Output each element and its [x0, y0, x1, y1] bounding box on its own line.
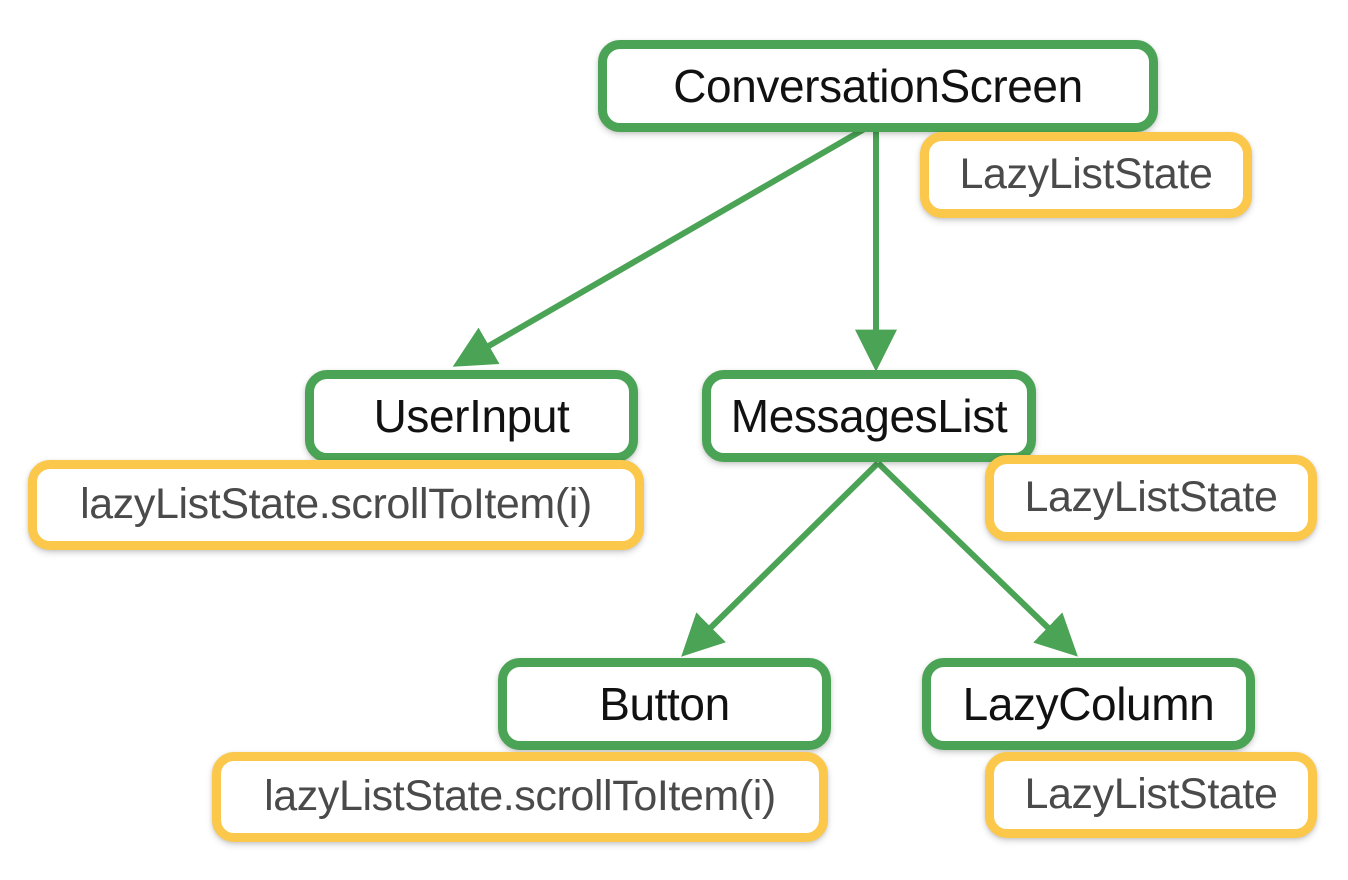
edge-messageslist-button [681, 460, 881, 657]
node-label: LazyListState [1024, 473, 1278, 522]
node-messages-list[interactable]: MessagesList [702, 370, 1036, 462]
node-label: LazyColumn [962, 677, 1215, 730]
node-lazyliststate-root[interactable]: LazyListState [920, 132, 1252, 218]
node-label: LazyListState [959, 150, 1213, 199]
node-lazyliststate-lazycolumn[interactable]: LazyListState [985, 752, 1317, 838]
node-scrolltoitem-button[interactable]: lazyListState.scrollToItem(i) [212, 752, 828, 842]
node-conversation-screen[interactable]: ConversationScreen [598, 40, 1158, 132]
node-label: LazyListState [1024, 770, 1278, 819]
node-label: UserInput [373, 389, 570, 442]
node-lazy-column[interactable]: LazyColumn [922, 658, 1255, 750]
node-lazyliststate-messageslist[interactable]: LazyListState [985, 455, 1317, 541]
node-user-input[interactable]: UserInput [305, 370, 638, 462]
node-label: ConversationScreen [673, 59, 1083, 112]
node-button[interactable]: Button [498, 658, 831, 750]
node-scrolltoitem-userinput[interactable]: lazyListState.scrollToItem(i) [28, 460, 644, 550]
node-label: lazyListState.scrollToItem(i) [264, 772, 776, 821]
edge-conversationscreen-userinput [452, 125, 868, 367]
node-label: MessagesList [730, 389, 1008, 442]
node-label: lazyListState.scrollToItem(i) [80, 480, 592, 529]
node-label: Button [599, 677, 730, 730]
